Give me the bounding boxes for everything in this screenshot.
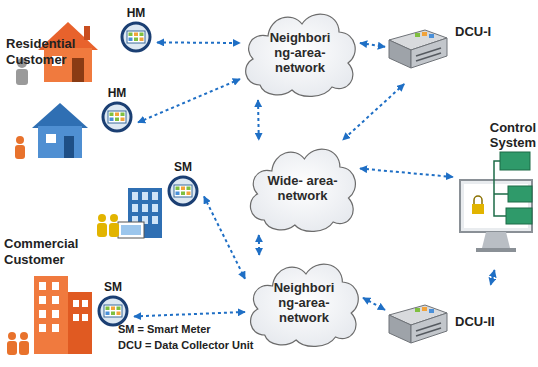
node-label: SM	[104, 280, 122, 295]
data-collector-unit: DCU-I	[385, 22, 513, 84]
dashed-connector	[134, 312, 245, 316]
dashed-connector	[157, 41, 240, 44]
caption-label: DCU = Data Collector Unit	[118, 338, 288, 352]
node-label: HM	[127, 6, 146, 21]
caption-label: Residential Customer	[6, 36, 90, 68]
network-cloud: Neighbori ng-area- network	[245, 255, 363, 350]
dashed-connector	[363, 298, 385, 310]
node-label: DCU-II	[455, 314, 495, 329]
node-label: Wide- area- network	[266, 173, 340, 203]
meter-node: SM	[162, 160, 204, 212]
meter-icon	[101, 101, 133, 133]
node-label: SM	[174, 160, 192, 175]
label-wrap: DCU-II	[455, 314, 495, 347]
data-collector-device	[385, 297, 449, 347]
caption-label: SM = Smart Meter	[118, 322, 278, 336]
meter-node: HM	[96, 86, 138, 138]
node-label: Neighbori ng-area- network	[263, 30, 337, 75]
meter-icon	[97, 295, 129, 327]
dashed-connector	[343, 84, 404, 140]
dashed-connector	[491, 270, 495, 285]
node-label: HM	[108, 86, 127, 101]
node-label: Neighbori ng-area- network	[267, 280, 341, 325]
meter-icon	[120, 21, 152, 53]
meter-node: HM	[115, 6, 157, 58]
office-building	[118, 188, 162, 238]
network-cloud: Neighbori ng-area- network	[240, 5, 360, 100]
data-collector-device	[385, 22, 449, 72]
dashed-connector	[360, 169, 453, 178]
cloud-shape	[251, 264, 359, 346]
tall-building	[34, 276, 92, 354]
meter-icon	[167, 175, 199, 207]
caption-label: Commercial Customer	[4, 236, 90, 268]
dashed-connector	[258, 235, 260, 255]
node-label: DCU-I	[455, 24, 491, 39]
control-monitor	[456, 150, 536, 254]
people-orange	[7, 332, 29, 355]
control-system: Control System	[453, 120, 536, 270]
people-yellow	[97, 214, 119, 237]
cloud-shape	[250, 149, 355, 231]
dashed-connector	[138, 79, 240, 122]
dashed-connector	[360, 43, 385, 47]
dashed-connector	[204, 196, 245, 278]
dashed-connector	[257, 100, 260, 140]
house-blue	[32, 103, 88, 158]
cloud-shape	[246, 14, 356, 96]
person-orange	[15, 136, 25, 159]
node-label: Control System	[466, 120, 536, 150]
data-collector-unit: DCU-II	[385, 285, 517, 347]
label-wrap: DCU-I	[455, 22, 491, 39]
network-cloud: Wide- area- network	[245, 140, 360, 235]
